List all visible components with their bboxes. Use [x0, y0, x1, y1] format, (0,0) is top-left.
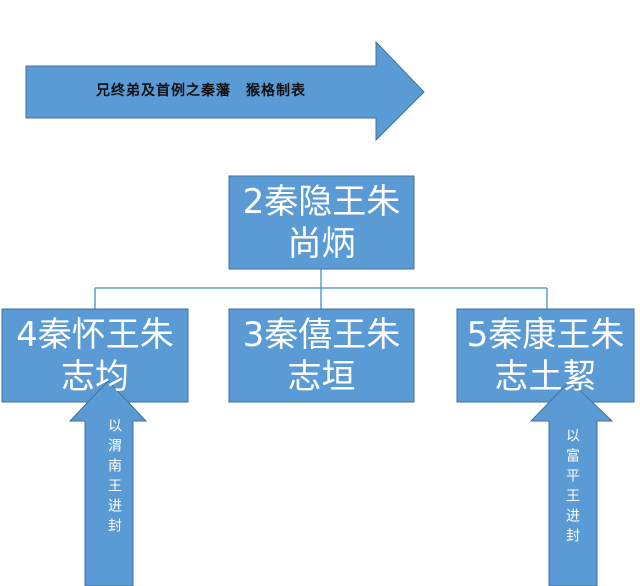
node-root: 2秦隐王朱 尚炳	[229, 176, 414, 269]
node-left-line1: 4秦怀王朱	[16, 314, 174, 355]
node-left-line2: 志均	[60, 356, 129, 397]
right-up-arrow-shape	[529, 380, 614, 586]
left-up-arrow-shape	[68, 380, 148, 586]
node-child-mid: 3秦僖王朱 志垣	[229, 309, 414, 402]
node-right-line2: 志土絜	[494, 356, 597, 397]
node-root-line2: 尚炳	[287, 223, 356, 264]
tree-connectors	[94, 269, 548, 309]
right-arrow-note: 以富平王进封	[564, 428, 580, 548]
node-left-box	[1, 308, 189, 403]
node-mid-line1: 3秦僖王朱	[242, 314, 401, 355]
node-mid-line2: 志垣	[287, 356, 356, 397]
node-root-line1: 2秦隐王朱	[242, 181, 401, 222]
banner-title: 兄终弟及首例之秦藩 猴格制表	[96, 83, 306, 99]
node-root-box	[228, 175, 415, 270]
left-arrow-note: 以渭南王进封	[106, 418, 122, 538]
node-mid-box	[228, 308, 415, 403]
node-child-left: 4秦怀王朱 志均	[2, 309, 188, 402]
node-child-right: 5秦康王朱 志土絜	[457, 309, 634, 402]
node-right-line1: 5秦康王朱	[466, 314, 625, 355]
node-right-box	[456, 308, 635, 403]
banner-arrow-shape	[25, 40, 425, 142]
